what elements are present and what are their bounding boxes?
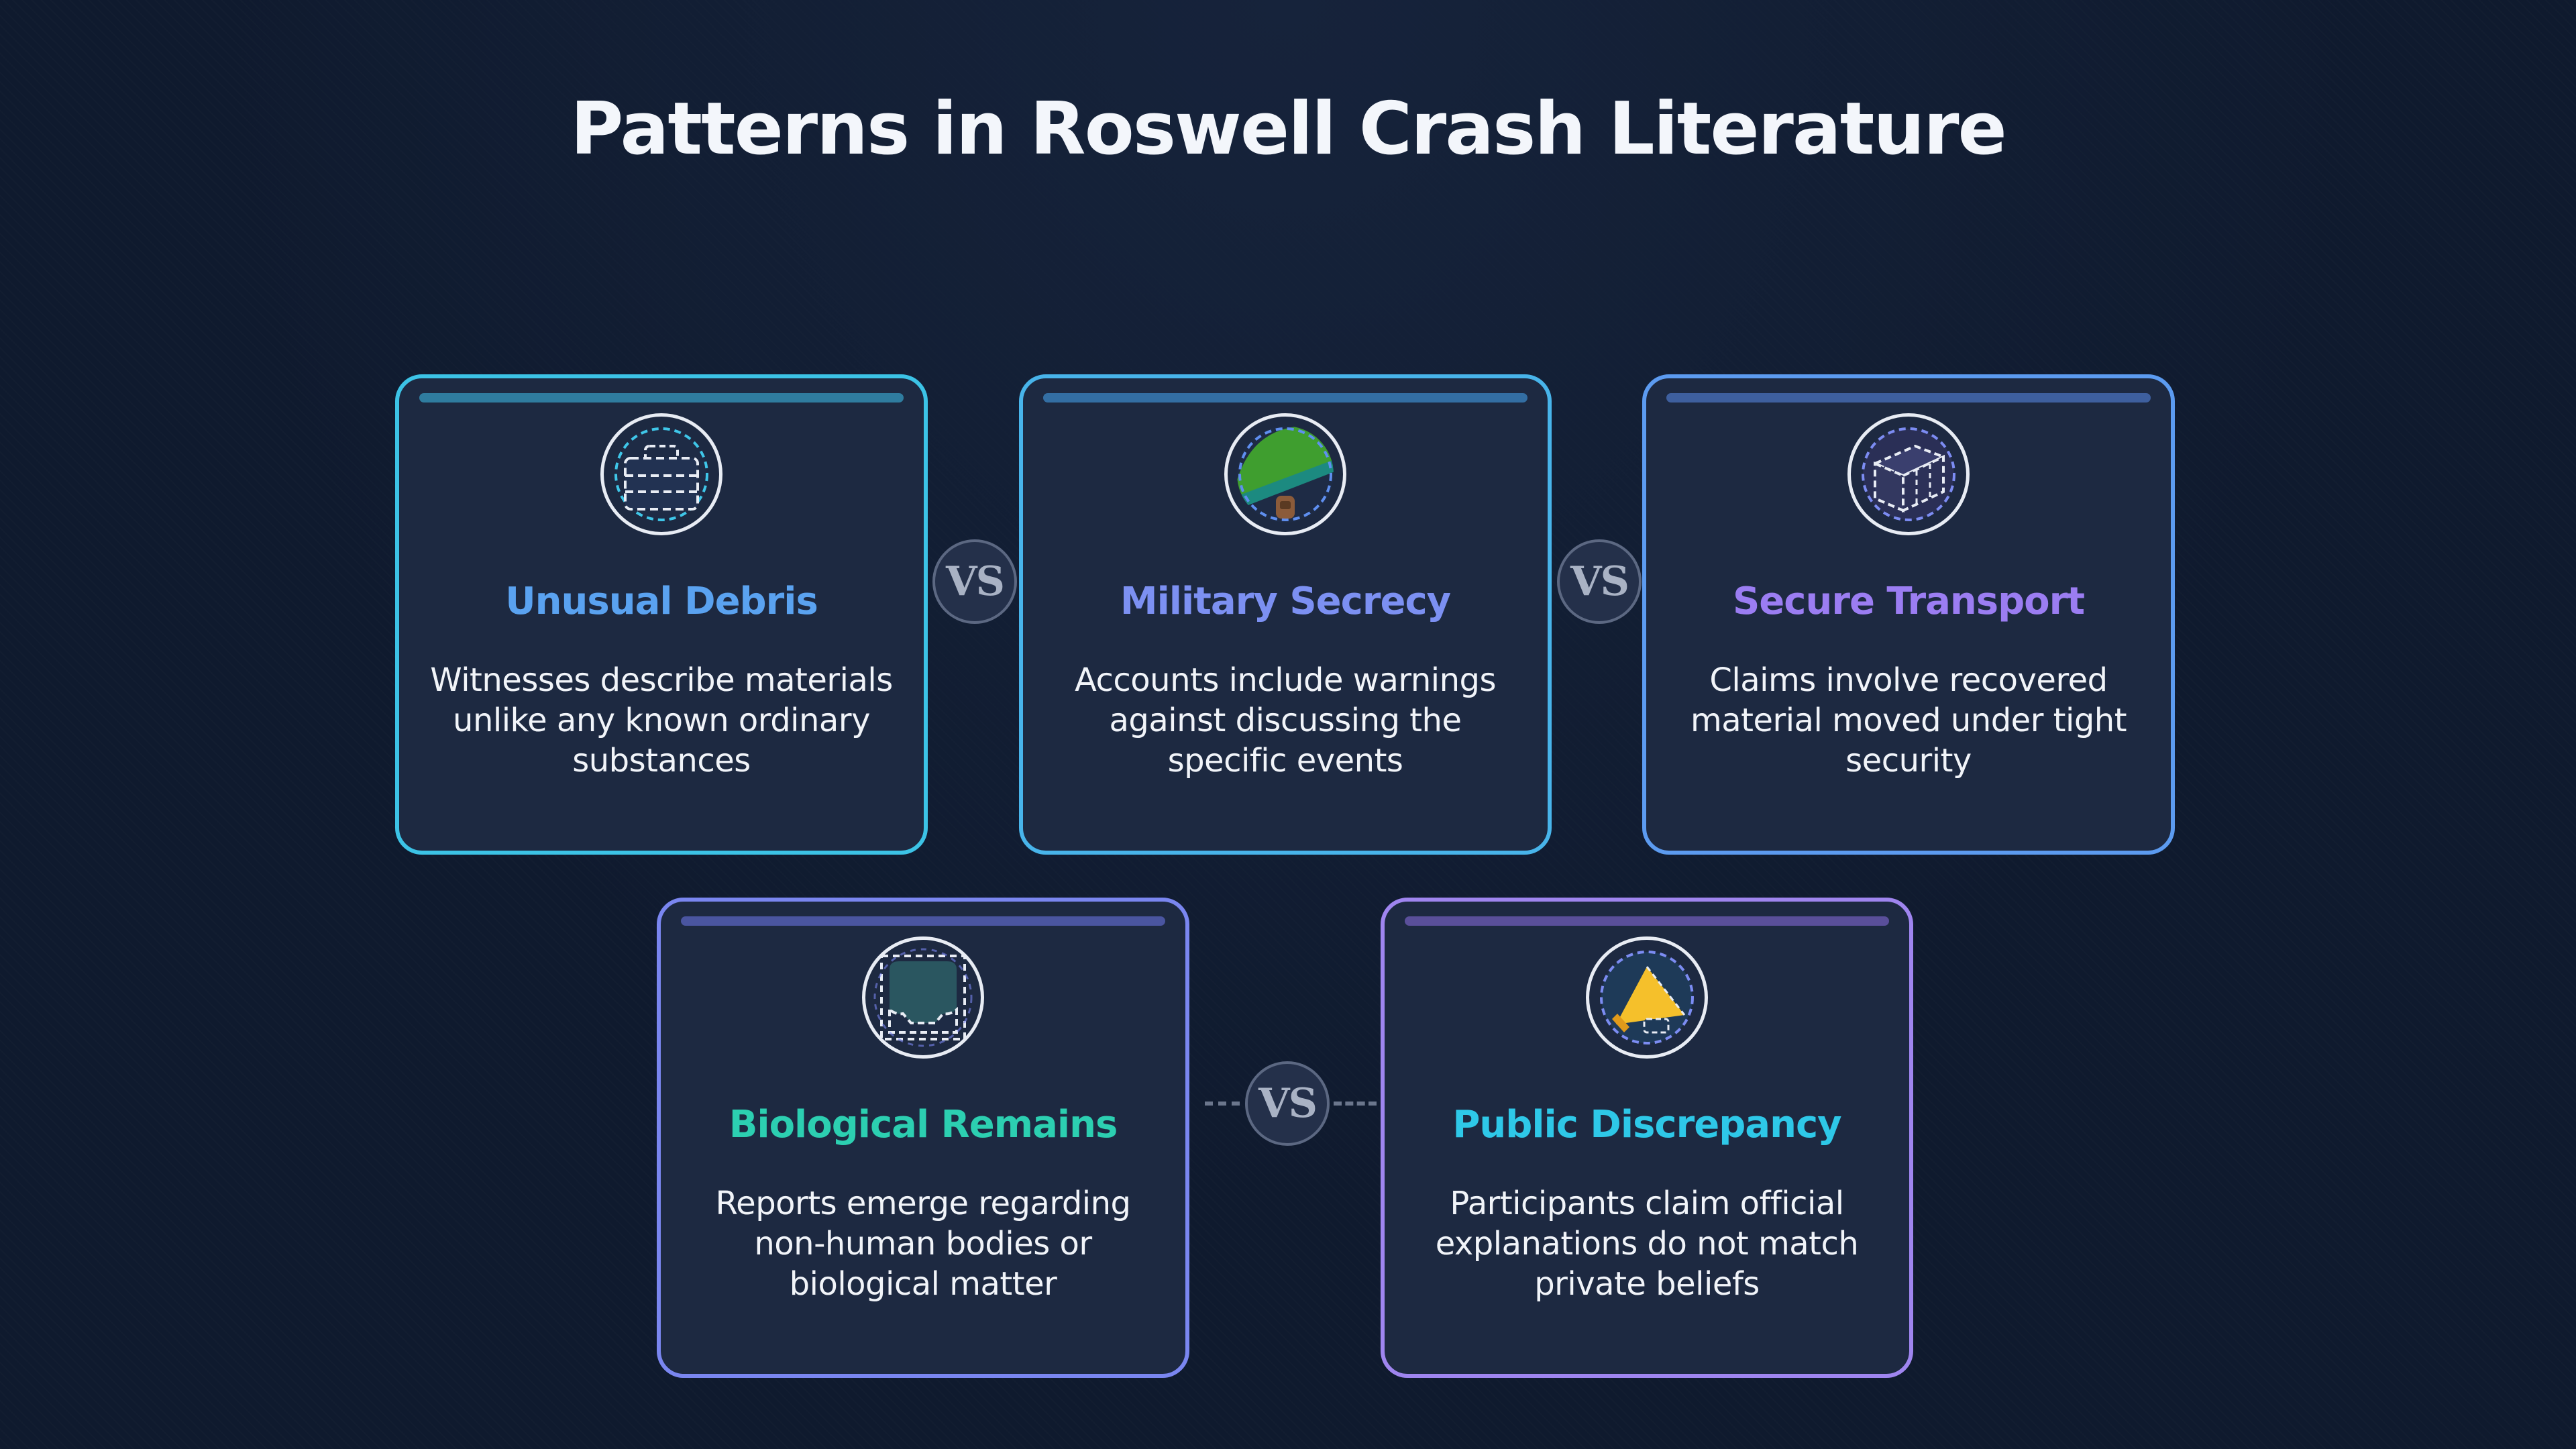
card-military-secrecy: Military Secrecy Accounts include warnin…: [1019, 374, 1552, 855]
card-description: Claims involve recovered material moved …: [1690, 661, 2127, 780]
page-title: Patterns in Roswell Crash Literature: [570, 87, 2007, 171]
briefcase-icon: [600, 413, 722, 535]
card-secure-transport: Secure Transport Claims involve recovere…: [1642, 374, 2175, 855]
vs-badge: VS: [1557, 539, 1642, 624]
card-description: Witnesses describe materials unlike any …: [430, 661, 893, 780]
connector-line: [1334, 1102, 1377, 1106]
card-biological-remains: Biological Remains Reports emerge regard…: [657, 898, 1189, 1378]
card-description: Participants claim official explanations…: [1435, 1185, 1859, 1303]
card-accent-bar: [681, 916, 1165, 926]
card-title: Biological Remains: [729, 1103, 1118, 1146]
helmet-icon: [1224, 413, 1346, 535]
vs-badge: VS: [932, 539, 1017, 624]
specimen-icon: [862, 936, 984, 1059]
card-title: Public Discrepancy: [1452, 1103, 1841, 1146]
crate-icon: [1847, 413, 1970, 535]
connector-line: [1205, 1102, 1240, 1106]
card-title: Military Secrecy: [1120, 580, 1451, 623]
vs-badge: VS: [1245, 1061, 1330, 1146]
card-accent-bar: [1405, 916, 1889, 926]
card-accent-bar: [419, 393, 904, 402]
card-accent-bar: [1043, 393, 1527, 402]
card-description: Reports emerge regarding non-human bodie…: [715, 1185, 1131, 1303]
card-accent-bar: [1666, 393, 2151, 402]
card-title: Unusual Debris: [505, 580, 818, 623]
card-public-discrepancy: Public Discrepancy Participants claim of…: [1381, 898, 1913, 1378]
card-title: Secure Transport: [1732, 580, 2085, 623]
megaphone-icon: [1586, 936, 1708, 1059]
card-description: Accounts include warnings against discus…: [1075, 661, 1496, 780]
card-unusual-debris: Unusual Debris Witnesses describe materi…: [395, 374, 928, 855]
